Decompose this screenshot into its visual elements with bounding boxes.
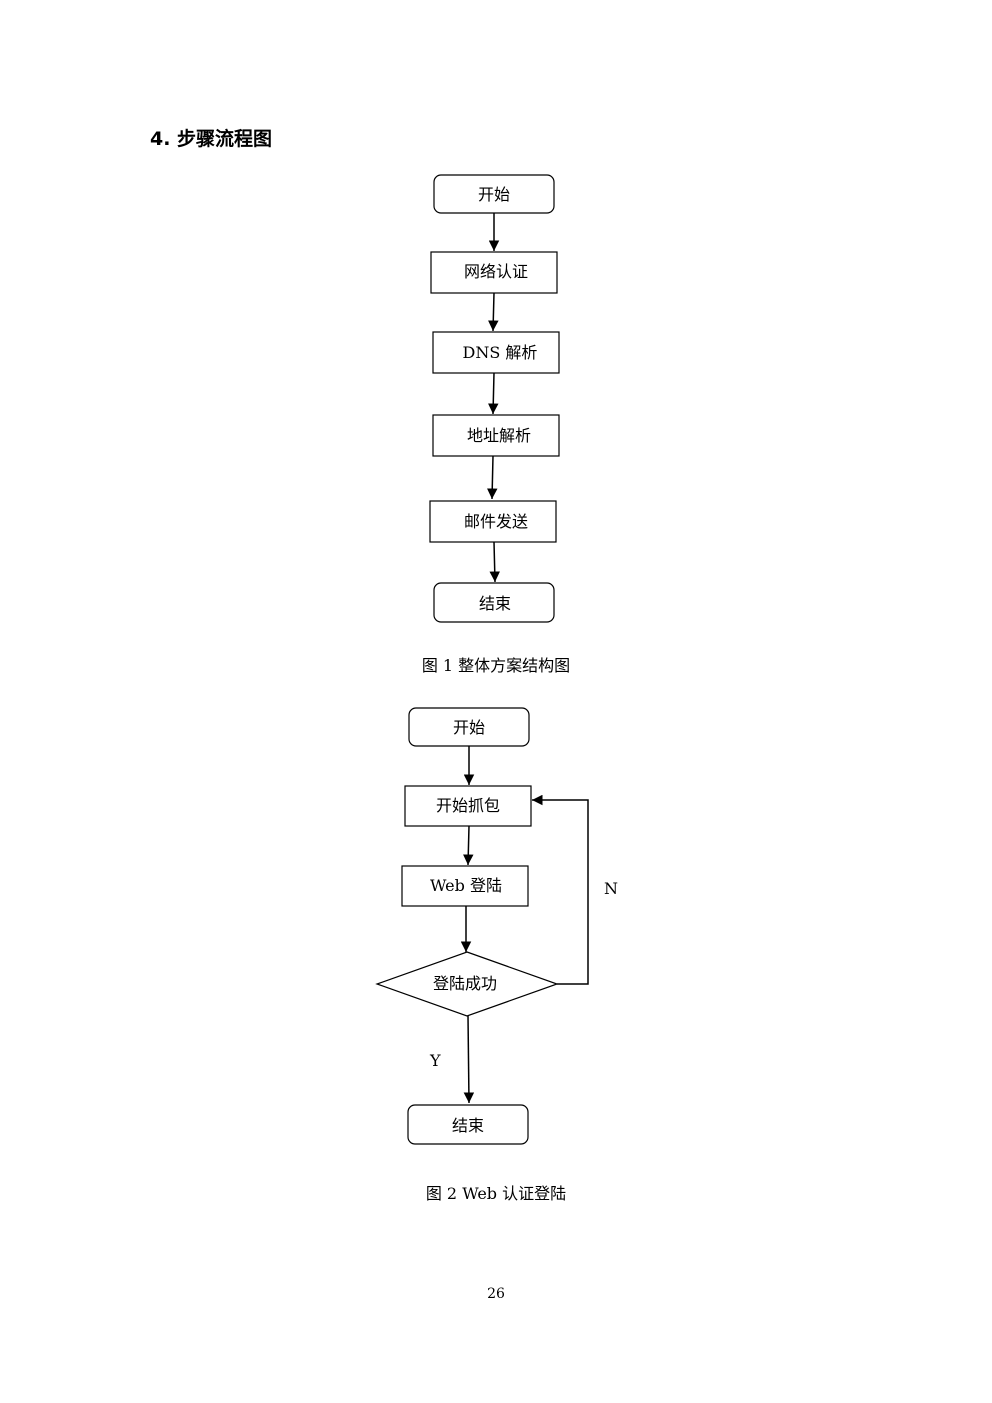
fig1-edge-mail-end — [489, 541, 500, 583]
fig2-label-no: N — [604, 879, 618, 898]
fig2-edge-capture-login — [463, 825, 474, 866]
figure2-flowchart: 开始 开始抓包 Web 登陆 登陆成功 N Y 结束 — [375, 707, 618, 1145]
fig1-edge-address-mail — [486, 455, 498, 500]
page-number: 26 — [487, 1286, 505, 1302]
fig2-node-capture: 开始抓包 — [404, 785, 532, 827]
fig2-edge-yes-end — [463, 1015, 475, 1104]
fig1-node-start-label: 开始 — [478, 185, 510, 204]
fig1-edge-auth-dns — [488, 292, 499, 332]
figure1-caption: 图 1 整体方案结构图 — [421, 656, 571, 675]
fig2-node-capture-label: 开始抓包 — [436, 796, 500, 815]
fig1-node-network-auth: 网络认证 — [430, 251, 558, 294]
fig1-node-mail-send-label: 邮件发送 — [464, 512, 528, 531]
fig1-node-end: 结束 — [433, 582, 555, 623]
fig1-node-network-auth-label: 网络认证 — [464, 262, 528, 281]
fig2-node-end-label: 结束 — [452, 1116, 484, 1135]
fig2-node-login-success-label: 登陆成功 — [433, 974, 497, 993]
fig1-node-start: 开始 — [433, 174, 555, 214]
fig2-node-end: 结束 — [407, 1104, 529, 1145]
figure1-flowchart: 开始 网络认证 DNS 解析 地址解析 邮件发送 结束 — [429, 174, 560, 623]
fig1-node-address-parse: 地址解析 — [432, 414, 560, 457]
fig2-node-login-success: 登陆成功 — [375, 951, 559, 1017]
fig1-node-dns-parse: DNS 解析 — [432, 331, 560, 374]
fig1-edge-dns-address — [488, 372, 499, 415]
fig1-node-mail-send: 邮件发送 — [429, 500, 557, 543]
fig2-node-start-label: 开始 — [453, 718, 485, 737]
section-heading: 4. 步骤流程图 — [150, 128, 273, 150]
figure2-caption: 图 2 Web 认证登陆 — [425, 1184, 567, 1203]
fig2-edge-no-loop — [532, 794, 589, 985]
fig2-node-web-login: Web 登陆 — [401, 865, 529, 907]
fig1-node-end-label: 结束 — [479, 594, 511, 613]
fig2-label-yes: Y — [429, 1051, 441, 1070]
fig1-node-dns-parse-label: DNS 解析 — [463, 343, 538, 362]
fig1-node-address-parse-label: 地址解析 — [467, 426, 531, 445]
fig2-node-start: 开始 — [408, 707, 530, 747]
fig2-node-web-login-label: Web 登陆 — [430, 876, 502, 895]
